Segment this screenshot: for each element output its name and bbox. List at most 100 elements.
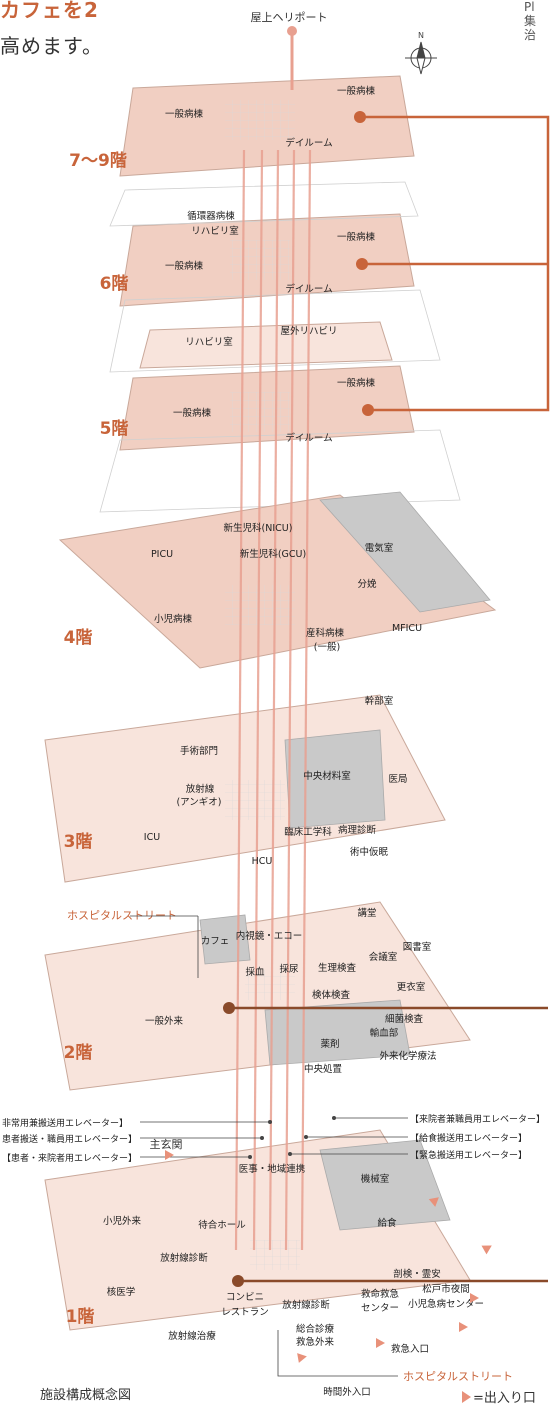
room-label: 一般病棟 bbox=[165, 108, 204, 120]
elevator-shaft-line bbox=[284, 149, 296, 1251]
room-label: 電気室 bbox=[365, 542, 394, 554]
room-label: デイルーム bbox=[285, 432, 332, 444]
room-label: デイルーム bbox=[285, 283, 332, 295]
room-label: レストラン bbox=[221, 1307, 269, 1318]
side-text-line: 集 bbox=[524, 14, 537, 28]
room-label: 検体検査 bbox=[312, 989, 351, 1001]
room-label: デイルーム bbox=[285, 137, 332, 149]
floor-label: 3階 bbox=[64, 832, 93, 852]
elevator-label: 【緊急搬送用エレベーター】 bbox=[410, 1149, 527, 1161]
room-label: 病理診断 bbox=[338, 824, 377, 836]
room-label: 産科病棟 bbox=[306, 627, 345, 639]
room-label: 循環器病棟 bbox=[187, 210, 235, 222]
room-label: リハビリ室 bbox=[191, 225, 239, 237]
floor-label: 2階 bbox=[64, 1043, 93, 1063]
room-label: 屋外リハビリ bbox=[280, 325, 337, 337]
connector-lines bbox=[223, 111, 550, 1287]
elevator-leader-dot bbox=[248, 1155, 252, 1159]
room-label: 臨床工学科 bbox=[284, 826, 332, 838]
room-label: 一般病棟 bbox=[337, 377, 376, 389]
room-label: 採尿 bbox=[279, 963, 299, 975]
room-label: 待合ホール bbox=[198, 1219, 246, 1231]
entrance-arrow-icon bbox=[165, 1150, 174, 1160]
room-label: 医事・地域連携 bbox=[239, 1163, 306, 1175]
elevator-shaft-line bbox=[234, 149, 246, 1251]
elevator-leader-dot bbox=[260, 1136, 264, 1140]
room-label: センター bbox=[361, 1303, 399, 1314]
floor-plate bbox=[99, 429, 461, 513]
room-label: 小児外来 bbox=[103, 1215, 142, 1227]
compass-icon: N bbox=[405, 31, 437, 75]
room-label: 一般外来 bbox=[145, 1015, 184, 1027]
room-label: 外来化学療法 bbox=[379, 1050, 436, 1062]
connector-node bbox=[362, 404, 374, 416]
floor-plate bbox=[139, 321, 393, 369]
room-label: 一般病棟 bbox=[337, 85, 376, 97]
entrance-arrow-icon bbox=[481, 1245, 492, 1255]
room-label: 一般病棟 bbox=[165, 260, 204, 272]
room-label: HCU bbox=[252, 856, 273, 867]
room-label: 講堂 bbox=[357, 907, 376, 919]
elevator-shaft-line bbox=[268, 149, 280, 1251]
room-label: 内視鏡・エコー bbox=[236, 930, 303, 942]
room-label: 中央材料室 bbox=[303, 770, 351, 782]
room-label: 採血 bbox=[245, 966, 265, 978]
compass-north-label: N bbox=[418, 31, 424, 40]
atrium-grid bbox=[225, 780, 285, 820]
atrium-grid bbox=[225, 585, 295, 625]
floor-label: 5階 bbox=[100, 419, 129, 439]
room-label: 小児病棟 bbox=[154, 613, 193, 625]
room-label: PICU bbox=[151, 549, 173, 560]
room-label: 分娩 bbox=[357, 578, 377, 590]
room-label: 図書室 bbox=[403, 941, 432, 953]
entrance-arrow-icon bbox=[376, 1338, 385, 1348]
floor-plates bbox=[44, 75, 497, 1331]
entrance-arrow-icon bbox=[428, 1197, 439, 1207]
room-label: 細菌検査 bbox=[385, 1013, 424, 1025]
room-label: 術中仮眠 bbox=[350, 846, 389, 858]
elevator-label: 【患者・来院者用エレベーター】 bbox=[2, 1152, 137, 1164]
elevator-label: 患者搬送・職員用エレベーター】 bbox=[2, 1133, 137, 1145]
room-label: カフェ bbox=[201, 936, 230, 947]
room-label: 救急入口 bbox=[391, 1343, 429, 1355]
room-label: 一般病棟 bbox=[173, 407, 212, 419]
floor-plate bbox=[109, 289, 441, 373]
room-label: 剖検・霊安 bbox=[393, 1268, 441, 1280]
elevator-shaft-line bbox=[300, 149, 312, 1251]
room-label: 放射線 bbox=[186, 783, 215, 795]
room-label: 松戸市夜間 bbox=[422, 1283, 470, 1295]
service-area bbox=[319, 1139, 451, 1231]
room-label: (一般) bbox=[314, 641, 340, 653]
room-label: 放射線治療 bbox=[168, 1330, 216, 1342]
legend-text: =出入り口 bbox=[473, 1391, 536, 1406]
side-text-line: Pl bbox=[524, 0, 535, 14]
side-text-line: 治 bbox=[524, 28, 537, 42]
elevator-shaft-line bbox=[252, 149, 264, 1251]
connector-node bbox=[356, 258, 368, 270]
room-label: コンビニ bbox=[226, 1292, 264, 1303]
floor-label: 1階 bbox=[66, 1307, 95, 1327]
labels: 屋上ヘリポート 7～9階6階5階4階3階2階1階一般病棟一般病棟デイルーム循環器… bbox=[2, 11, 545, 1398]
annotation-label: ホスピタルストリート bbox=[403, 1370, 513, 1383]
elevator-label: 【給食搬送用エレベーター】 bbox=[410, 1132, 527, 1144]
room-label: 生理検査 bbox=[318, 962, 357, 974]
diagram-caption: 施設構成概念図 bbox=[40, 1388, 132, 1403]
room-label: 時間外入口 bbox=[323, 1386, 371, 1398]
room-label: 中央処置 bbox=[304, 1063, 342, 1075]
room-label: 新生児科(GCU) bbox=[240, 548, 306, 560]
intro-text: 高めます。 bbox=[0, 34, 103, 58]
room-label: 給食 bbox=[377, 1217, 397, 1229]
service-area bbox=[319, 491, 491, 613]
annotation-label: ホスピタルストリート bbox=[67, 909, 177, 922]
room-label: 救命救急 bbox=[361, 1288, 400, 1300]
room-label: 核医学 bbox=[107, 1286, 136, 1298]
connector-node bbox=[232, 1275, 244, 1287]
connector-node bbox=[354, 111, 366, 123]
connector-node bbox=[223, 1002, 235, 1014]
room-label: 幹部室 bbox=[365, 695, 394, 707]
side-text: Pl 集 治 bbox=[524, 0, 536, 42]
room-label: MFICU bbox=[392, 623, 422, 634]
floor-label: 4階 bbox=[64, 628, 93, 648]
room-label: 手術部門 bbox=[180, 745, 218, 757]
